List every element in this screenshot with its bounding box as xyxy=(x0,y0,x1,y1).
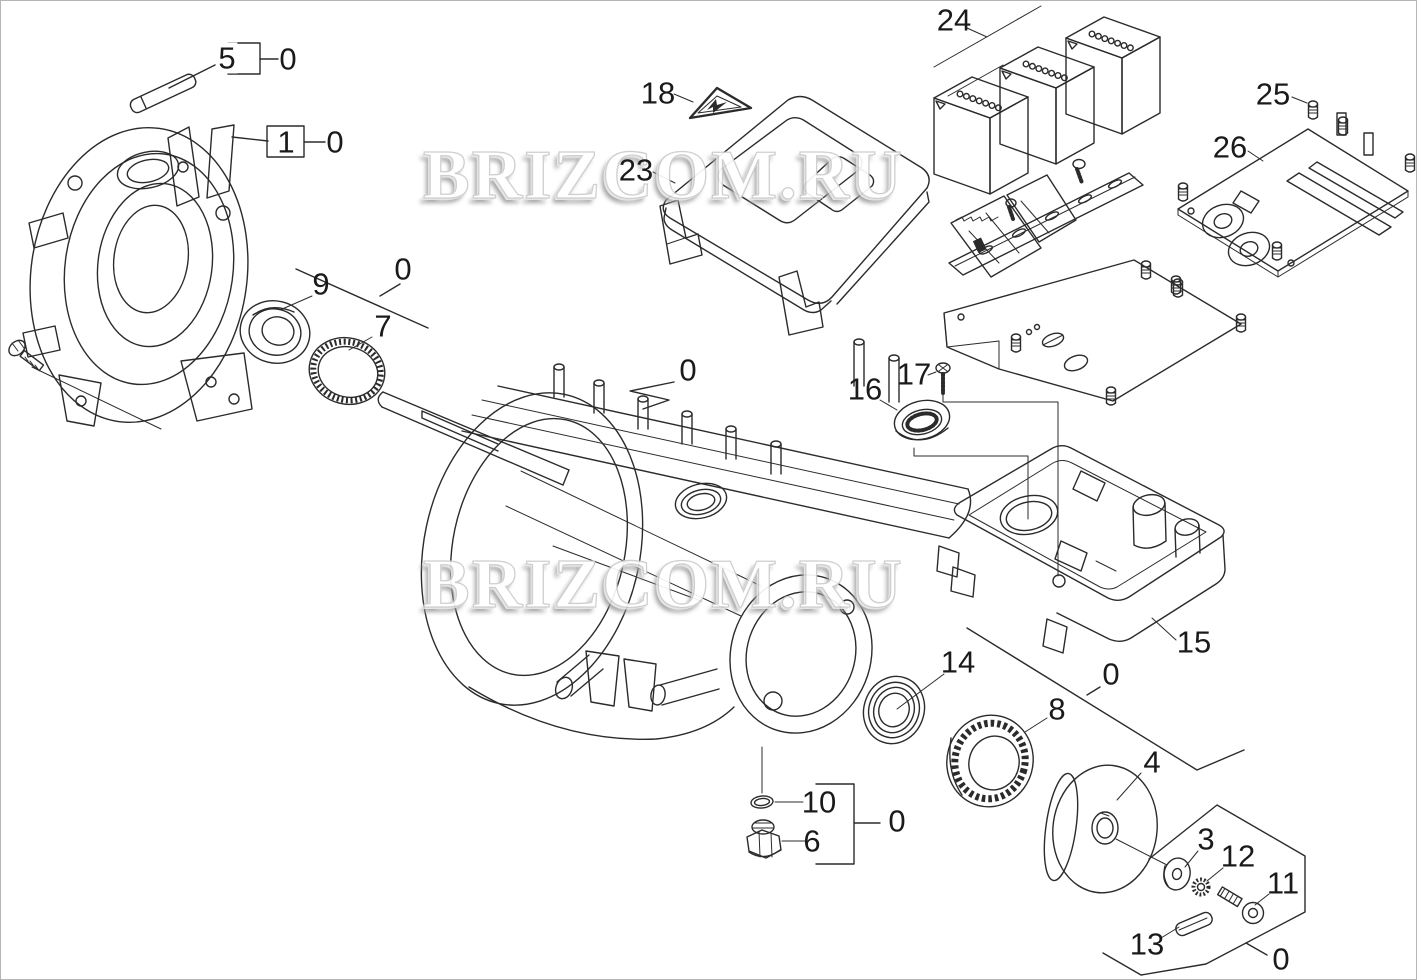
callout-5: 5 xyxy=(216,40,238,76)
callout-6: 6 xyxy=(803,823,821,859)
group-ref-0: 0 xyxy=(326,124,344,160)
group-bracket-14-8-4 xyxy=(967,628,1244,770)
housing-screw xyxy=(6,337,161,429)
group-bracket-10-6 xyxy=(816,784,880,864)
callout-17: 17 xyxy=(896,356,932,392)
warning-label-part-18 xyxy=(674,88,751,118)
callout-7: 7 xyxy=(374,308,392,344)
seal-part-14 xyxy=(854,668,944,752)
callout-leader-1 xyxy=(232,126,325,157)
group-ref-0: 0 xyxy=(279,41,297,77)
group-bracket-9-7 xyxy=(296,269,428,328)
screws-part-25 xyxy=(1172,97,1416,298)
washer-part-3 xyxy=(1161,851,1198,892)
callout-18: 18 xyxy=(640,75,676,111)
callout-1: 1 xyxy=(277,124,295,160)
callout-8: 8 xyxy=(1048,691,1066,727)
motor-housing-part-1 xyxy=(11,113,266,436)
group-ref-0: 0 xyxy=(1102,656,1120,692)
callout-16: 16 xyxy=(847,371,883,407)
callout-26: 26 xyxy=(1212,129,1248,165)
callout-25: 25 xyxy=(1255,76,1291,112)
callout-4: 4 xyxy=(1143,744,1161,780)
callout-10: 10 xyxy=(801,784,837,820)
group-ref-0: 0 xyxy=(394,251,412,287)
bearing-part-9 xyxy=(234,293,317,370)
callout-15: 15 xyxy=(1176,624,1212,660)
circuit-board-part-26 xyxy=(1178,113,1408,277)
bearing-part-8 xyxy=(937,705,1047,816)
ring-part-7 xyxy=(302,330,392,412)
gear-shaft xyxy=(378,392,569,485)
group-ref-0: 0 xyxy=(1272,941,1290,977)
batteries-part-24 xyxy=(934,6,1160,194)
group-bracket-3-12-11-13 xyxy=(1103,805,1305,975)
grommet-part-16 xyxy=(880,395,1028,519)
din-rail-assembly xyxy=(949,160,1143,278)
callout-14: 14 xyxy=(940,644,976,680)
tray-part-15 xyxy=(937,446,1225,653)
callout-11: 11 xyxy=(1266,865,1300,901)
screw-part-17 xyxy=(928,363,1058,576)
callout-12: 12 xyxy=(1220,838,1256,874)
cover-part-23 xyxy=(653,97,929,336)
pin-part-5 xyxy=(128,72,197,114)
mounting-plate xyxy=(944,260,1247,406)
group-ref-0: 0 xyxy=(679,352,697,388)
callout-3: 3 xyxy=(1197,821,1215,857)
housing-group-leader xyxy=(630,382,674,409)
pulley-part-4 xyxy=(1039,758,1167,899)
gearbox-housing xyxy=(394,339,971,793)
plug-part-6 xyxy=(747,820,805,858)
lock-washer-part-12 xyxy=(1194,868,1224,895)
callout-23: 23 xyxy=(618,152,654,188)
callout-13: 13 xyxy=(1129,926,1165,962)
key-part-13 xyxy=(1161,911,1214,938)
bolt-part-11 xyxy=(1218,887,1269,924)
oring-part-10 xyxy=(750,795,803,809)
group-ref-0: 0 xyxy=(888,803,906,839)
callout-24: 24 xyxy=(936,2,972,38)
callout-9: 9 xyxy=(312,266,330,302)
